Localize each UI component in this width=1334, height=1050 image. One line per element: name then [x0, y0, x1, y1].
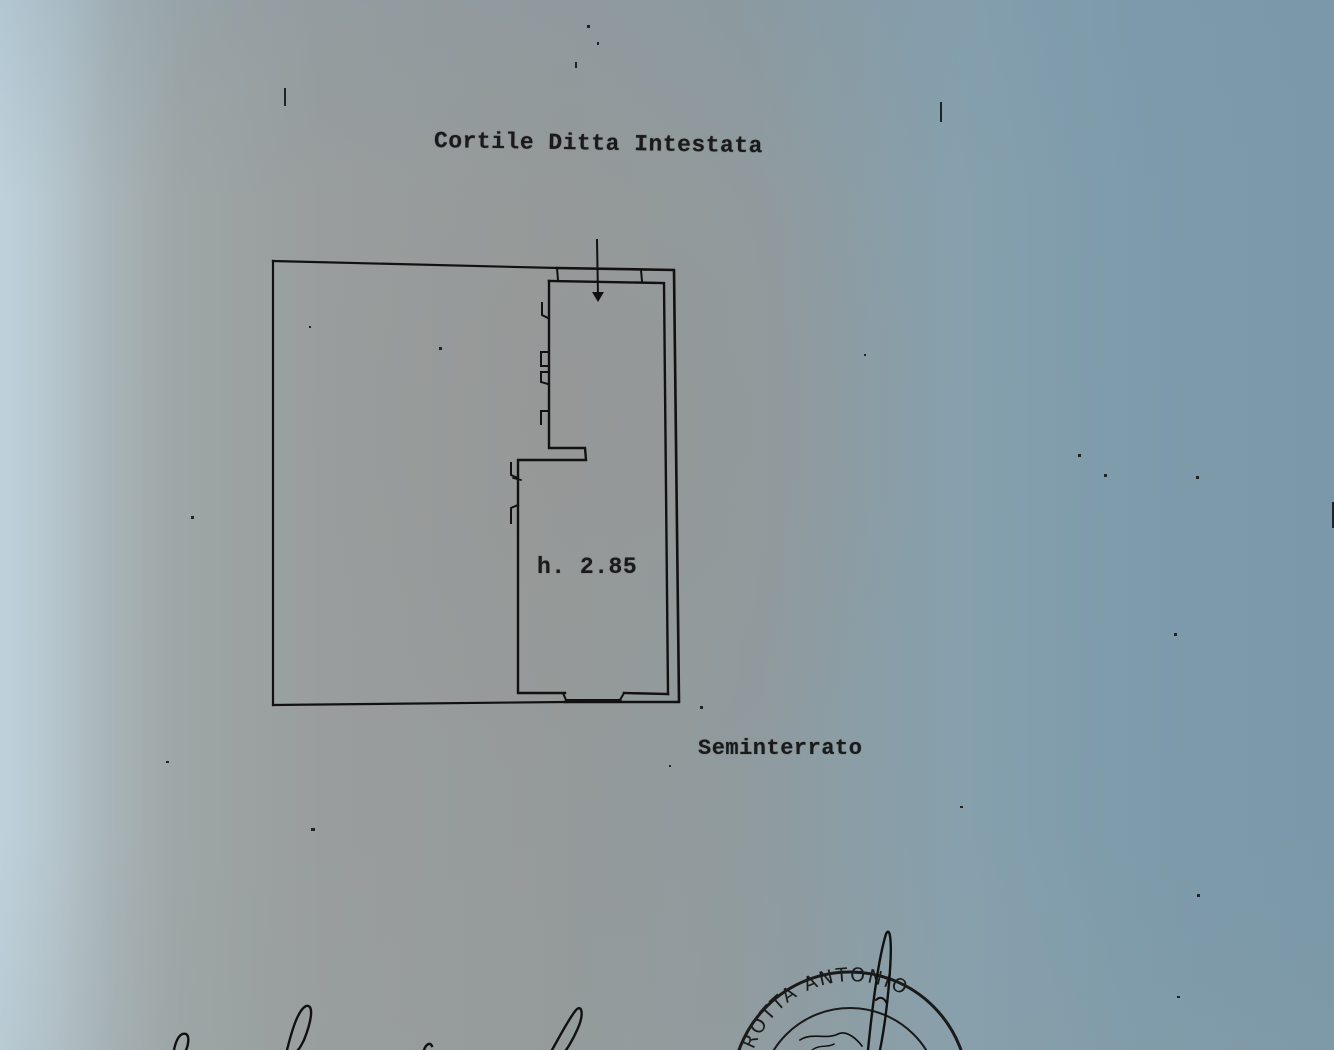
unit-outer-wall: [547, 266, 681, 704]
courtyard-label: Cortile Ditta Intestata: [433, 128, 764, 160]
bottom-window: [561, 691, 626, 703]
entrance-arrow-icon: [592, 238, 604, 302]
courtyard-outline: [271, 259, 567, 707]
room-height-label: h. 2.85: [537, 554, 638, 580]
left-signature: [172, 1004, 583, 1050]
notary-stamp: TROTTA ANTONIO: [733, 964, 963, 1050]
floor-level-label: Seminterrato: [698, 736, 863, 761]
stamp-signature: [866, 930, 892, 1050]
window-markers: [510, 302, 550, 524]
unit-inner-wall: [516, 279, 670, 696]
